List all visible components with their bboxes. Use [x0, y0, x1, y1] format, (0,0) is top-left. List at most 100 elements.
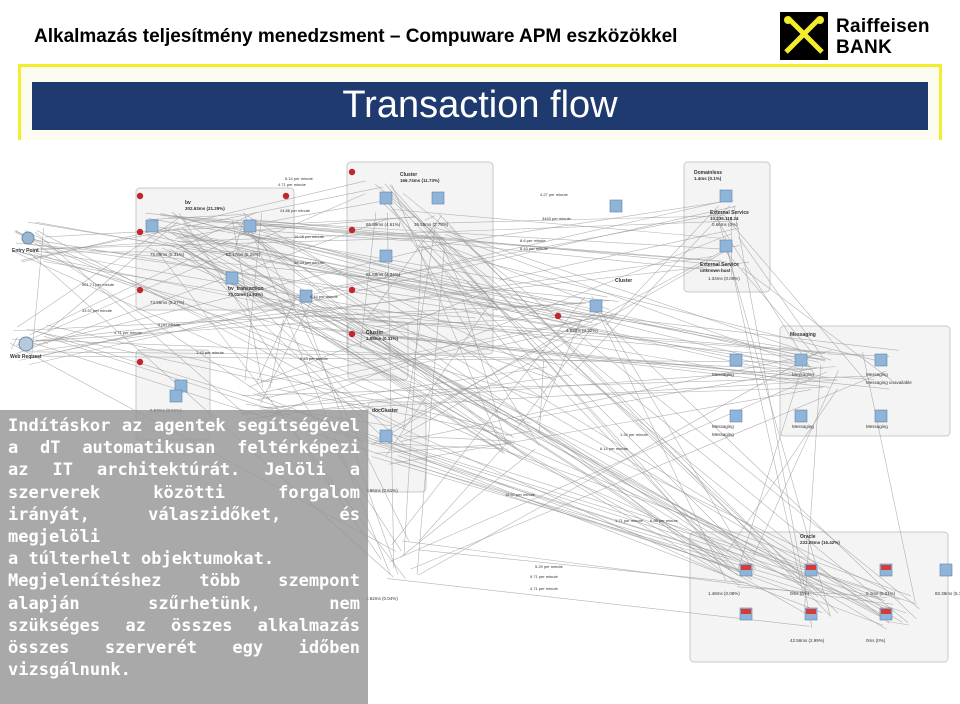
- edge-label: 1.71 per minute: [615, 518, 644, 523]
- flow-edge: [162, 227, 515, 438]
- node-sublabel: 302.63ms (21.29%): [185, 206, 225, 211]
- flow-edge: [419, 199, 734, 249]
- description-line: összes szerverét egy időben: [8, 638, 360, 659]
- flow-edge: [239, 232, 820, 363]
- flow-edge: [400, 350, 832, 442]
- edge-label: 6.14 per minute: [600, 446, 629, 451]
- banner-title: Transaction flow: [342, 84, 618, 126]
- flow-edge: [22, 252, 564, 366]
- flow-edge: [40, 242, 152, 251]
- alert-icon: [348, 330, 356, 338]
- flow-edge: [377, 329, 887, 630]
- node-label: Cluster: [366, 330, 383, 336]
- alert-icon: [136, 358, 144, 366]
- server-icon: [431, 191, 445, 205]
- flow-edge: [862, 352, 916, 603]
- messaging-label: Messaging: [712, 372, 734, 377]
- edge-label: 6.14 per minute: [285, 176, 314, 181]
- node-group-doccluster: [367, 401, 427, 493]
- description-line: a dT automatikusan feltérképezi: [8, 438, 360, 459]
- server-icon: [145, 219, 159, 233]
- server-icon: [589, 299, 603, 313]
- flow-edge: [476, 301, 899, 351]
- database-icon: [881, 609, 891, 614]
- flow-edge: [27, 249, 531, 424]
- flow-edge: [176, 211, 257, 250]
- node-sublabel: 1.4ms (0.1%): [694, 176, 722, 181]
- timing-label: 74.56ms (5.27%): [150, 300, 185, 305]
- flow-edge: [33, 310, 472, 342]
- flow-edge: [15, 242, 619, 302]
- flow-edge: [393, 349, 753, 581]
- flow-edge: [247, 231, 826, 362]
- server-icon: [225, 271, 239, 285]
- server-icon: [794, 409, 808, 423]
- database-icon: [806, 609, 816, 614]
- flow-edge: [438, 237, 462, 287]
- database-icon: [741, 609, 751, 614]
- flow-edge: [176, 228, 405, 446]
- node-sublabel: 1.55ms (0.11%): [366, 336, 399, 341]
- flow-edge: [147, 218, 608, 298]
- flow-edge: [183, 224, 413, 242]
- timing-label: 82.36ms (5.79%): [935, 591, 960, 596]
- server-icon: [169, 389, 183, 403]
- flow-edge: [33, 239, 584, 330]
- edge-label: 4.71 per minute: [114, 330, 143, 335]
- messaging-label: Messaging: [792, 372, 814, 377]
- flow-edge: [410, 370, 887, 570]
- flow-edge: [247, 227, 461, 289]
- flow-edge: [237, 249, 741, 562]
- flow-edge: [20, 186, 383, 261]
- timing-label: 0ms (0%): [866, 638, 886, 643]
- flow-edge: [15, 218, 389, 355]
- flow-edge: [422, 246, 728, 562]
- flow-edge: [234, 228, 267, 241]
- flow-edge: [602, 319, 917, 620]
- edge-label: 1.43 per minute: [196, 350, 225, 355]
- flow-edge: [403, 225, 436, 429]
- description-line: Megjelenítéshez több szempont: [8, 571, 360, 592]
- flow-edge: [280, 303, 888, 621]
- timing-label: 39.55ms (2.78%): [414, 222, 449, 227]
- flow-edge: [724, 236, 804, 596]
- flow-edge: [835, 376, 875, 380]
- edge-label: 36.43 per minute: [294, 260, 325, 265]
- timing-label: 65.59ms (4.61%): [366, 222, 401, 227]
- flow-edge: [43, 335, 731, 558]
- server-icon: [379, 249, 393, 263]
- flow-edge: [250, 222, 446, 239]
- alert-icon: [282, 192, 290, 200]
- flow-edge: [421, 235, 735, 267]
- flow-edge: [380, 201, 498, 311]
- flow-edge: [432, 215, 724, 224]
- description-line: a túlterhelt objektumokat.: [8, 549, 275, 570]
- flow-edge: [726, 388, 838, 553]
- flow-edge: [399, 448, 536, 558]
- node-label: Web Request: [10, 354, 42, 360]
- flow-edge: [147, 236, 396, 338]
- server-icon: [299, 289, 313, 303]
- flow-edge: [507, 451, 912, 597]
- logo-text-bank: BANK: [836, 37, 893, 58]
- flow-edge: [383, 248, 727, 433]
- flow-edge: [387, 578, 810, 627]
- flow-edge: [390, 193, 823, 594]
- alert-icon: [348, 226, 356, 234]
- edge-label: 3463 per minute: [542, 216, 572, 221]
- flow-edge: [168, 216, 722, 262]
- flow-edge: [391, 296, 585, 546]
- flow-edge: [29, 232, 247, 336]
- alert-icon: [348, 286, 356, 294]
- description-line: vizsgálnunk.: [8, 660, 131, 681]
- edge-label: 561.71 per minute: [82, 282, 115, 287]
- database-icon: [806, 565, 816, 570]
- timing-label: 0ms (0%): [790, 591, 810, 596]
- timing-label: 4.92ms (0.32%): [566, 328, 598, 333]
- flow-edge: [231, 219, 264, 388]
- edge-label: 8.6 per minute: [520, 238, 546, 243]
- entry-point-icon: [21, 231, 35, 245]
- server-icon: [729, 409, 743, 423]
- server-icon: [729, 353, 743, 367]
